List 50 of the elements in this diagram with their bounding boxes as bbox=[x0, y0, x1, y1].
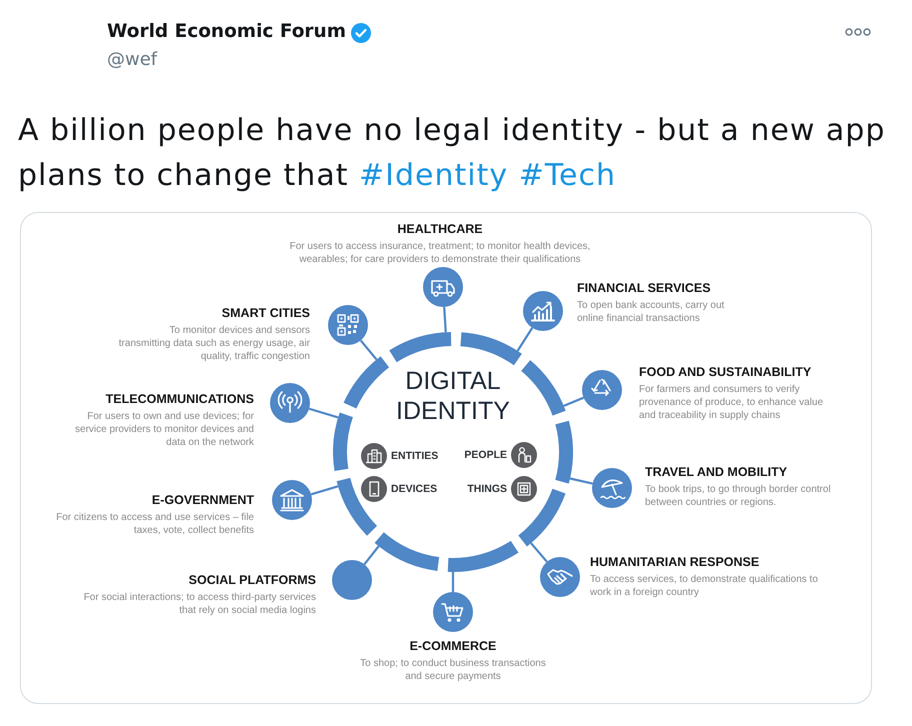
item-label: THINGS bbox=[467, 482, 507, 496]
author-name: World Economic Forum bbox=[107, 21, 346, 42]
shopping-cart-icon bbox=[433, 592, 473, 632]
hashtag-link: #Identity bbox=[359, 158, 508, 193]
category-description: To shop; to conduct business transactions and secure payments bbox=[359, 657, 547, 683]
tweet-text: A billion people have no legal identity - but a new app plans to change that #Identity #Tech bbox=[18, 112, 886, 195]
signal-antenna-icon bbox=[270, 383, 310, 423]
item-label: DEVICES bbox=[391, 482, 438, 496]
category-description: For users to own and use devices; for service providers to monitor devices and data on the network bbox=[74, 410, 254, 449]
category-description: For social interactions; to access third-party services that rely on social media logins bbox=[82, 591, 316, 617]
author-handle: @wef bbox=[107, 49, 158, 70]
center-title: DIGITAL IDENTITY bbox=[395, 366, 511, 426]
connector-line bbox=[364, 546, 380, 565]
connector-line bbox=[308, 408, 338, 418]
connector-line bbox=[570, 477, 593, 485]
category-description: For users to access insurance, treatment; to monitor health devices, wearables; for care providers to demonstrate their qualifications bbox=[288, 240, 592, 266]
hashtag-link: #Tech bbox=[518, 158, 616, 193]
recycle-icon bbox=[582, 370, 622, 410]
category-description: To access services, to demonstrate qualifications to work in a foreign country bbox=[590, 573, 819, 599]
category-heading: HEALTHCARE bbox=[397, 222, 483, 237]
category-description: For citizens to access and use services – file taxes, vote, collect benefits bbox=[55, 511, 254, 537]
category-description: To open bank accounts, carry out online financial transactions bbox=[577, 299, 726, 325]
category-heading: SMART CITIES bbox=[222, 306, 310, 321]
government-building-icon bbox=[272, 480, 312, 520]
connector-line bbox=[452, 572, 454, 592]
ambulance-icon bbox=[423, 267, 463, 307]
beach-umbrella-icon bbox=[592, 468, 632, 508]
node-disc bbox=[332, 560, 372, 600]
category-heading: HUMANITARIAN RESPONSE bbox=[590, 555, 760, 570]
category-description: To book trips, to go through border control between countries or regions. bbox=[645, 483, 832, 509]
connector-line bbox=[310, 485, 338, 496]
connector-line bbox=[530, 542, 548, 563]
connector-line bbox=[516, 327, 534, 352]
category-heading: TELECOMMUNICATIONS bbox=[106, 392, 254, 407]
category-heading: TRAVEL AND MOBILITY bbox=[645, 465, 788, 480]
growth-chart-icon bbox=[523, 291, 563, 331]
category-description: To monitor devices and sensors transmitting data such as energy usage, air quality, traffic congestion bbox=[118, 324, 310, 363]
item-label: ENTITIES bbox=[391, 449, 438, 463]
category-heading: E-GOVERNMENT bbox=[152, 493, 254, 508]
category-heading: SOCIAL PLATFORMS bbox=[188, 573, 316, 588]
category-description: For farmers and consumers to verify provenance of produce, to enhance value and traceability in supply chains bbox=[639, 383, 824, 422]
qr-code-icon bbox=[328, 305, 368, 345]
category-heading: FOOD AND SUSTAINABILITY bbox=[639, 365, 812, 380]
handshake-icon bbox=[540, 557, 580, 597]
connector-line bbox=[563, 396, 584, 407]
item-label: PEOPLE bbox=[464, 448, 507, 462]
connector-line bbox=[443, 306, 447, 332]
category-heading: E-COMMERCE bbox=[410, 639, 496, 654]
category-heading: FINANCIAL SERVICES bbox=[577, 281, 711, 296]
connector-line bbox=[360, 340, 378, 360]
